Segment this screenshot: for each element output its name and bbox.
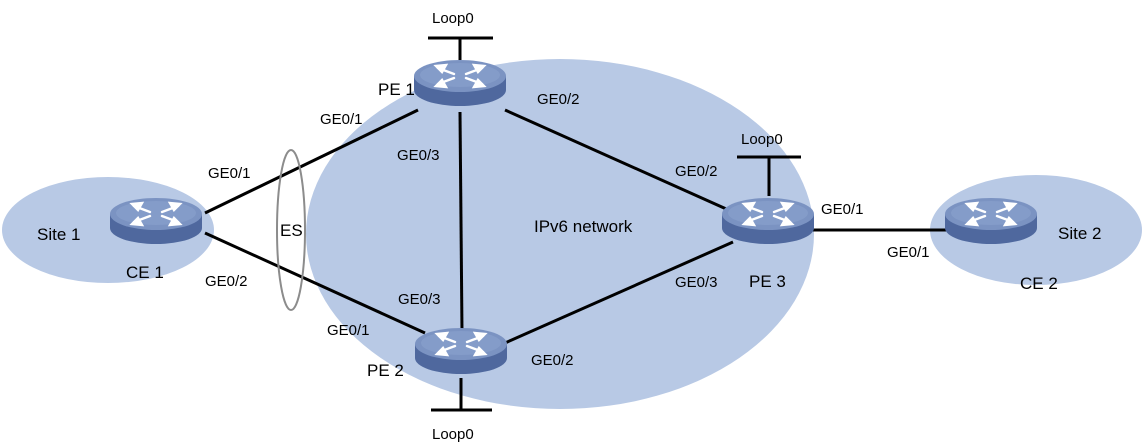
if-pe3-to-pe1: GE0/2: [675, 163, 718, 180]
es-label: ES: [280, 221, 303, 240]
if-pe2-to-pe3: GE0/2: [531, 352, 574, 369]
pe3-name: PE 3: [749, 272, 786, 291]
if-ce2-to-pe3: GE0/1: [887, 244, 930, 261]
pe3-loopback: [737, 155, 801, 196]
pe1-name: PE 1: [378, 80, 415, 99]
link-ce1-pe2: [204, 231, 426, 335]
if-pe3-to-ce2: GE0/1: [821, 201, 864, 218]
site2-label: Site 2: [1058, 224, 1101, 243]
if-pe2-to-pe1: GE0/3: [398, 291, 441, 308]
pe2-loopback-label: Loop0: [432, 426, 474, 443]
pe1-loopback: [428, 36, 493, 60]
ipv6-network-label: IPv6 network: [534, 217, 633, 236]
if-pe1-to-pe2: GE0/3: [397, 147, 440, 164]
ce1-name: CE 1: [126, 263, 164, 282]
link-ce1-pe1: [204, 108, 419, 215]
if-pe1-to-pe3: GE0/2: [537, 91, 580, 108]
pe2-name: PE 2: [367, 361, 404, 380]
if-ce1-to-pe1: GE0/1: [208, 165, 251, 182]
pe2-loopback: [431, 378, 492, 412]
site1-label: Site 1: [37, 225, 80, 244]
pe1-loopback-label: Loop0: [432, 10, 474, 27]
link-pe1-pe3: [504, 108, 734, 214]
ce1-router-icon: [108, 196, 204, 246]
if-pe2-to-ce1: GE0/1: [327, 322, 370, 339]
if-pe3-to-pe2: GE0/3: [675, 274, 718, 291]
pe1-router-icon: [412, 58, 508, 108]
pe3-router-icon: [720, 196, 816, 246]
link-pe2-pe3: [504, 240, 734, 345]
es-ellipse: [276, 149, 306, 311]
if-pe1-to-ce1: GE0/1: [320, 111, 363, 128]
pe3-loopback-label: Loop0: [741, 131, 783, 148]
link-pe1-pe2: [458, 111, 464, 333]
ce2-name: CE 2: [1020, 274, 1058, 293]
pe2-router-icon: [413, 326, 509, 376]
if-ce1-to-pe2: GE0/2: [205, 273, 248, 290]
ce2-router-icon: [943, 196, 1039, 246]
ipv6-network-cloud: [306, 59, 814, 409]
